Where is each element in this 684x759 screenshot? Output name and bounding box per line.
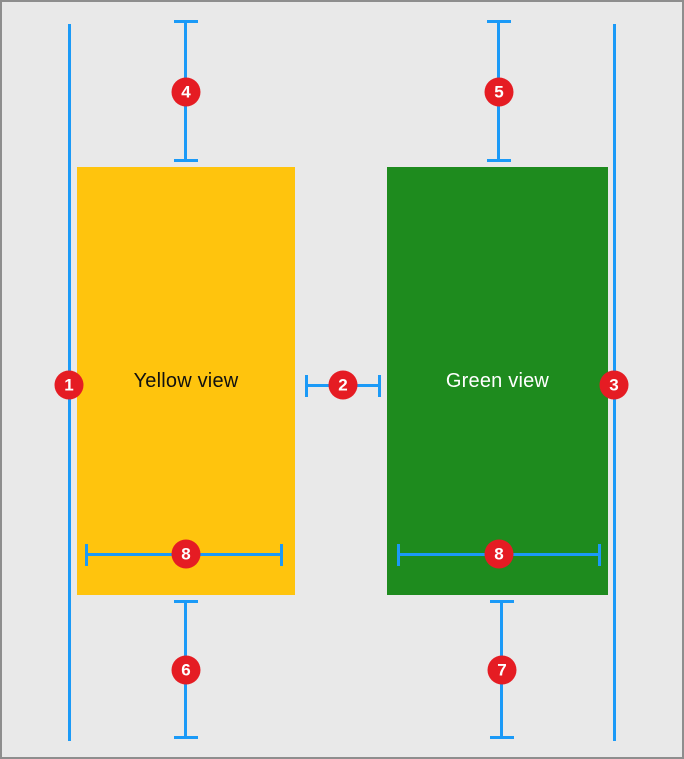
badge-8-green: 8 <box>484 539 514 569</box>
yellow-view-label: Yellow view <box>133 369 239 392</box>
green-view: Green view <box>387 167 608 595</box>
badge-2: 2 <box>328 370 358 400</box>
badge-3: 3 <box>599 370 629 400</box>
badge-4: 4 <box>171 77 201 107</box>
badge-8-yellow: 8 <box>171 539 201 569</box>
badge-1: 1 <box>54 370 84 400</box>
badge-6: 6 <box>171 655 201 685</box>
badge-5: 5 <box>484 77 514 107</box>
yellow-view: Yellow view <box>77 167 295 595</box>
badge-7: 7 <box>487 655 517 685</box>
green-view-label: Green view <box>445 369 550 392</box>
